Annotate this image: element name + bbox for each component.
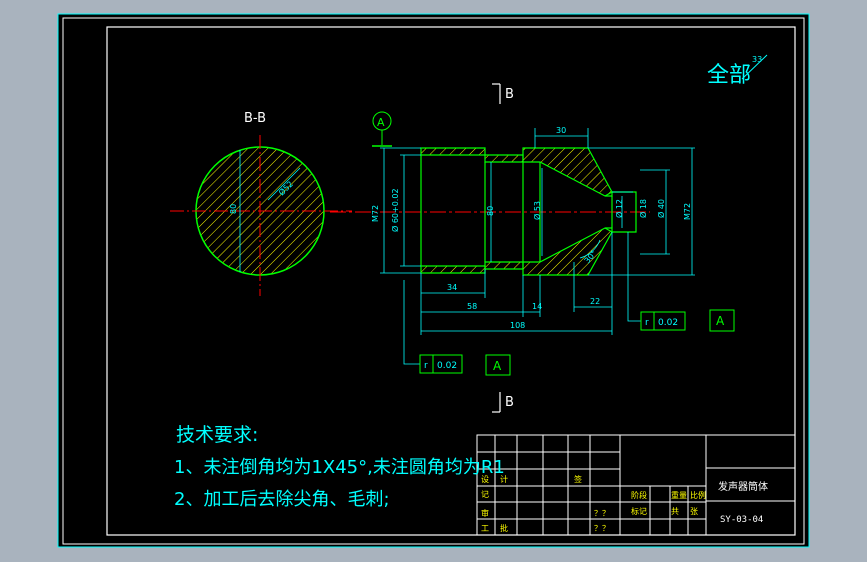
section-mark-bottom: B	[492, 392, 514, 413]
tolerance-frame-2: r 0.02 A	[640, 309, 735, 332]
svg-text:审: 审	[481, 508, 489, 518]
wall-top-mid	[484, 154, 524, 163]
dim-len-22: 22	[590, 297, 600, 306]
zoom-label: 全部	[707, 63, 751, 88]
tolerance-frame-1: r 0.02 A	[419, 354, 511, 376]
svg-text:重量: 重量	[671, 490, 687, 500]
svg-text:A: A	[377, 116, 385, 129]
technical-notes: 技术要求: 1、未注倒角均为1X45°,未注圆角均为R1 2、加工后去除尖角、毛…	[174, 424, 505, 510]
dim-12: Ø 12	[614, 199, 624, 218]
drawing-number: SY-03-04	[720, 515, 763, 525]
dim-outer: M72	[371, 205, 380, 222]
dim-80: 80	[486, 206, 495, 216]
outer-frame	[62, 17, 805, 545]
svg-text:A: A	[716, 314, 725, 328]
section-mark-top: B	[492, 83, 514, 104]
dimension-lines	[380, 128, 695, 365]
svg-text:签: 签	[574, 474, 582, 484]
svg-text:r: r	[424, 361, 428, 371]
dim-len-34: 34	[447, 283, 457, 292]
section-label: B-B	[244, 111, 266, 126]
notes-line-2: 2、加工后去除尖角、毛刺;	[174, 489, 390, 510]
svg-text:阶段: 阶段	[631, 490, 647, 500]
scale-mark: 33	[752, 55, 762, 64]
radius-leader	[267, 167, 301, 201]
title-block-cells: 设 计 签 记 审 工 批 ？？ ？？ 阶段 重量 比例 标记 共 张	[481, 474, 706, 533]
dim-top-30: 30	[556, 126, 566, 135]
datum-a-marker: A	[372, 111, 392, 147]
part-main-view: 30 M72 Ø 60+0.02 80 Ø 53 Ø 12 Ø 18 Ø 40 …	[330, 126, 735, 376]
svg-text:工: 工	[481, 524, 489, 533]
svg-text:0.02: 0.02	[437, 361, 457, 371]
dim-len-58: 58	[467, 302, 477, 311]
svg-text:设: 设	[481, 474, 489, 484]
section-dim-text: 80	[229, 204, 238, 214]
dim-len-14: 14	[532, 302, 542, 311]
svg-text:计: 计	[500, 474, 508, 484]
title-block	[476, 434, 796, 536]
dim-18: Ø 18	[638, 199, 648, 218]
svg-text:B: B	[505, 87, 514, 102]
wall-bot-mid	[484, 261, 524, 270]
svg-text:A: A	[493, 359, 502, 373]
inner-frame	[106, 26, 796, 536]
dim-right: M72	[683, 203, 692, 220]
svg-text:0.02: 0.02	[658, 318, 678, 328]
section-view-bb: B-B 80 Ø52	[170, 111, 352, 296]
svg-text:B: B	[505, 395, 514, 410]
svg-text:？？: ？？	[594, 524, 610, 533]
svg-text:张: 张	[690, 507, 698, 516]
dim-bore: Ø 60+0.02	[390, 188, 400, 232]
drawing-canvas	[57, 13, 810, 548]
svg-text:共: 共	[671, 507, 679, 516]
wall-top-left	[420, 147, 486, 156]
wall-bot-left	[420, 265, 486, 274]
dim-40: Ø 40	[656, 199, 666, 218]
svg-text:批: 批	[500, 523, 508, 533]
svg-text:记: 记	[481, 490, 489, 499]
part-name: 发声器筒体	[718, 480, 768, 493]
svg-text:r: r	[645, 318, 649, 328]
svg-text:？？: ？？	[594, 509, 610, 518]
part-outline	[420, 155, 637, 266]
svg-text:比例: 比例	[690, 490, 706, 500]
scale-slash	[741, 54, 768, 80]
dim-len-108: 108	[510, 321, 525, 330]
svg-text:标记: 标记	[631, 506, 647, 516]
notes-title: 技术要求:	[176, 424, 258, 446]
dim-53: Ø 53	[532, 201, 542, 220]
notes-line-1: 1、未注倒角均为1X45°,未注圆角均为R1	[174, 457, 505, 478]
